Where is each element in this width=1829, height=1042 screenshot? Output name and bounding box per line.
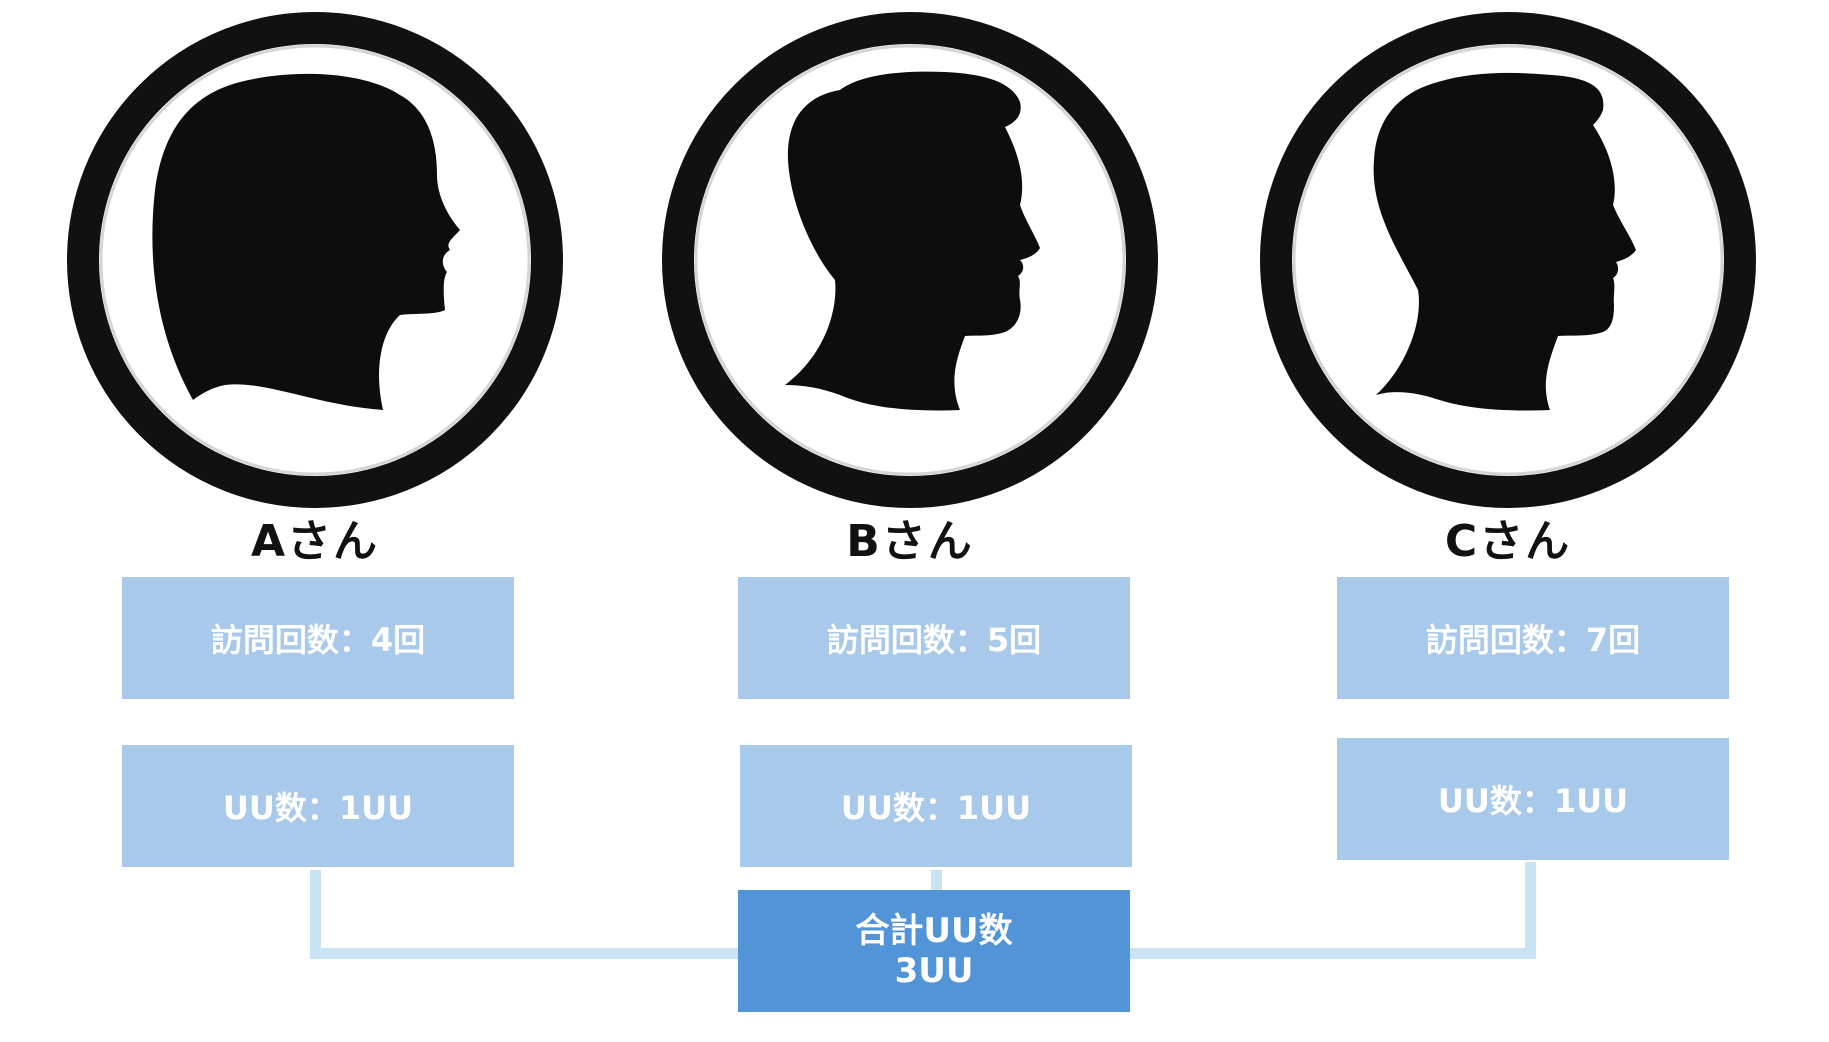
visits-box-a: 訪問回数：4回 [122, 577, 514, 699]
uu-box-b: UU数：1UU [740, 745, 1132, 867]
male-head-silhouette-icon [662, 12, 1158, 508]
uu-box-a: UU数：1UU [122, 745, 514, 867]
total-label: 合計UU数 [855, 911, 1013, 951]
female-head-silhouette-icon [67, 12, 563, 508]
connector-c-horizontal [1130, 948, 1536, 959]
person-a: Aさん [35, 0, 595, 567]
male-short-hair-head-silhouette-icon [1260, 12, 1756, 508]
visits-box-b: 訪問回数：5回 [738, 577, 1130, 699]
connector-c-vertical [1525, 862, 1536, 959]
total-uu-box: 合計UU数 3UU [738, 890, 1130, 1012]
connector-a-vertical [310, 870, 321, 959]
person-name: Cさん [1444, 516, 1572, 567]
total-value: 3UU [894, 951, 974, 991]
person-name: Bさん [846, 516, 974, 567]
visits-box-c: 訪問回数：7回 [1337, 577, 1729, 699]
person-name: Aさん [250, 516, 380, 567]
person-c: Cさん [1228, 0, 1788, 567]
connector-a-horizontal [310, 948, 740, 959]
connector-b-vertical [931, 870, 942, 890]
uu-box-c: UU数：1UU [1337, 738, 1729, 860]
person-b: Bさん [630, 0, 1190, 567]
